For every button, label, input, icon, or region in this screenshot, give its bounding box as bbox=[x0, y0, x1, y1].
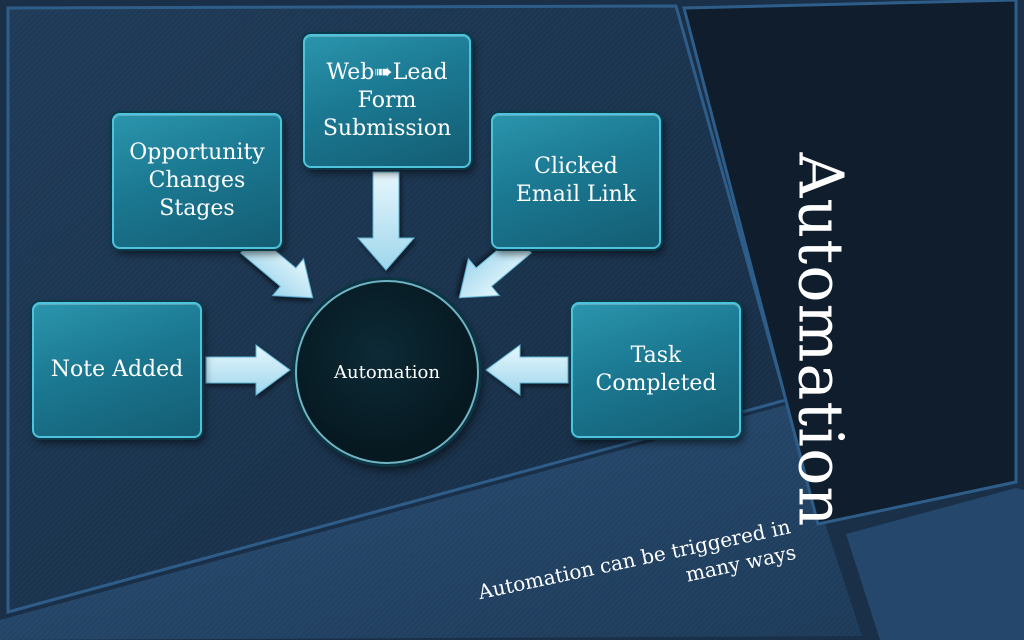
trigger-opportunity-changes-stages: Opportunity Changes Stages bbox=[112, 113, 282, 249]
slide-title: Automation bbox=[784, 152, 858, 528]
trigger-web-lead-form-submission: Web➠Lead Form Submission bbox=[303, 34, 471, 168]
arrow-note bbox=[205, 344, 291, 396]
title-panel bbox=[682, 0, 1018, 526]
trigger-clicked-email-link: Clicked Email Link bbox=[491, 113, 661, 249]
arrow-opportunity bbox=[239, 233, 314, 299]
arrow-task bbox=[485, 344, 569, 396]
arrow-web-lead bbox=[356, 171, 416, 271]
trigger-task-completed: Task Completed bbox=[571, 302, 741, 438]
automation-center-node: Automation bbox=[295, 280, 479, 464]
corner-panel bbox=[846, 488, 1024, 640]
center-label: Automation bbox=[334, 361, 440, 383]
trigger-note-added: Note Added bbox=[32, 302, 202, 438]
